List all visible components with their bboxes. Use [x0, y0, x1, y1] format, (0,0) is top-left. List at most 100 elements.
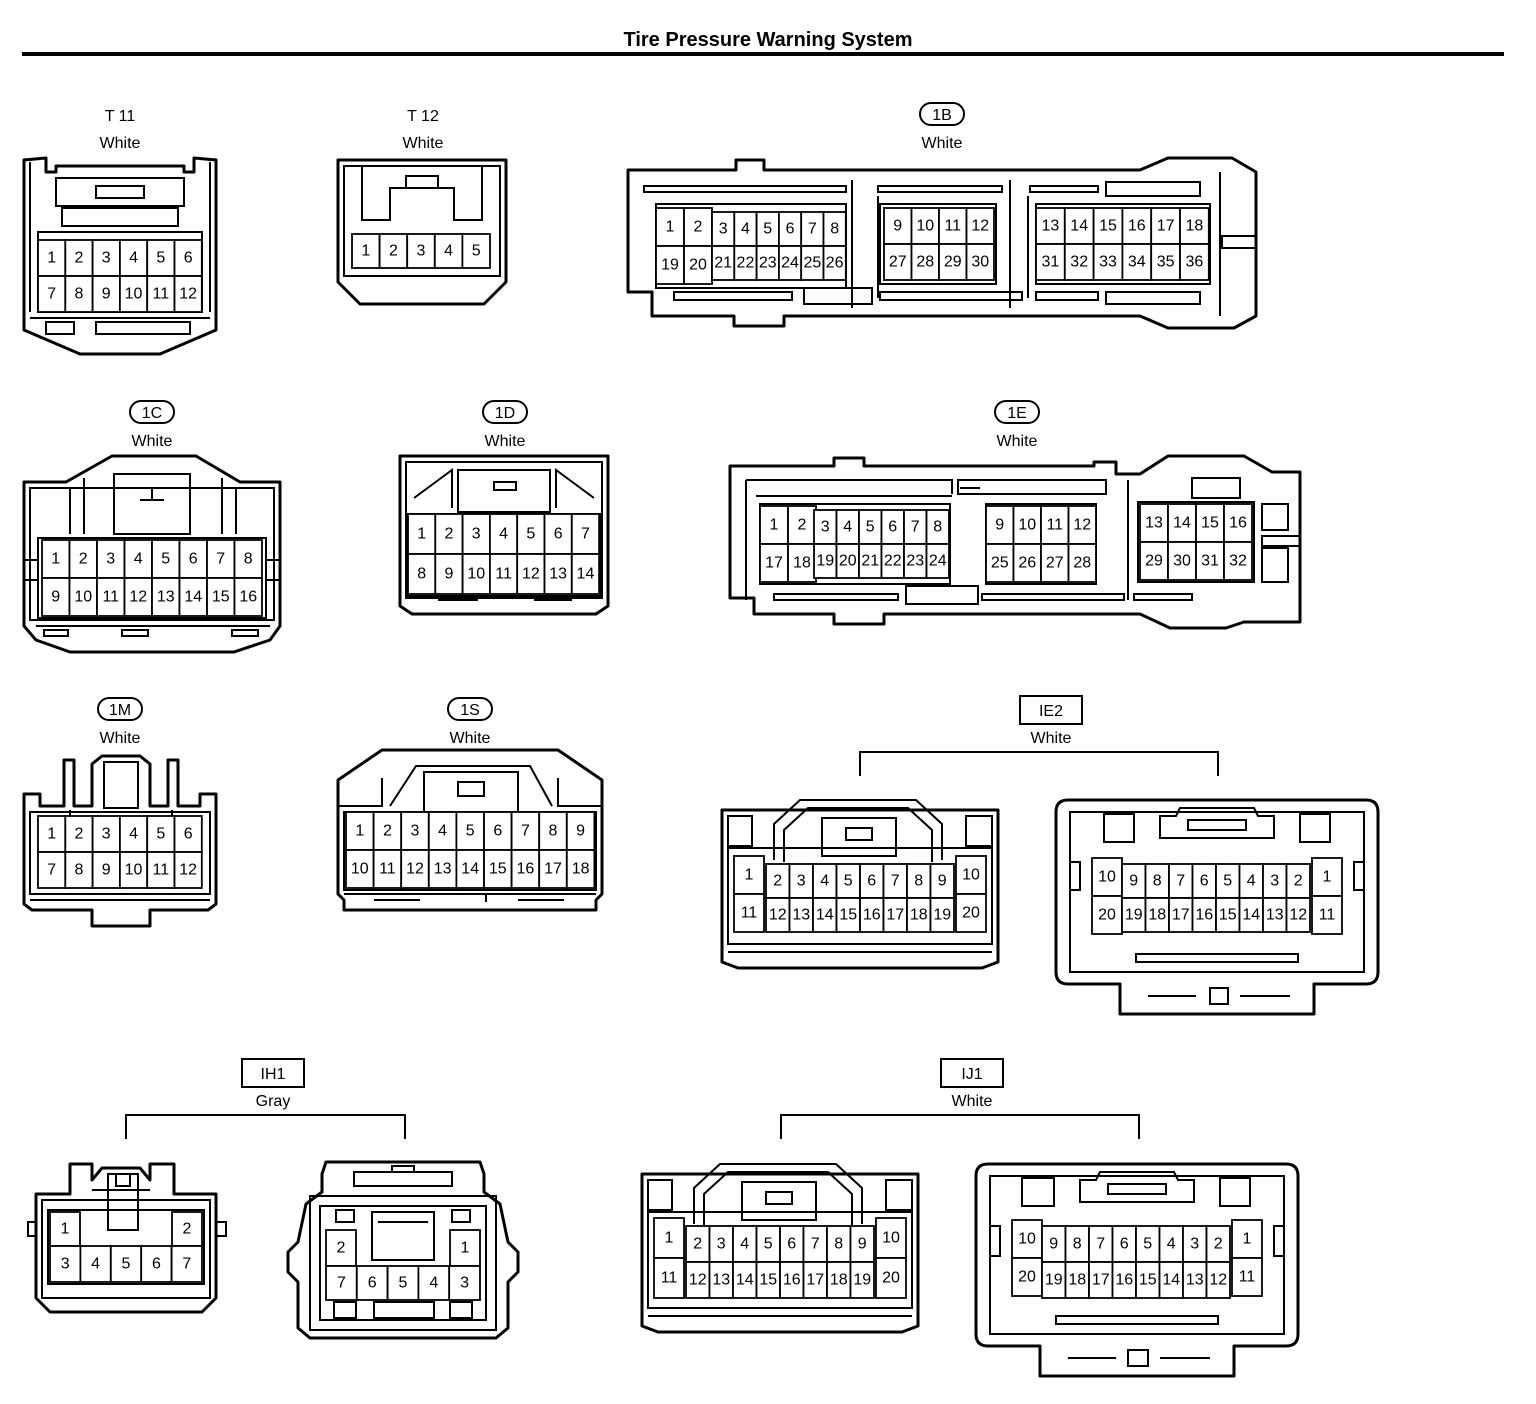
pin-number: 3	[61, 1256, 70, 1273]
pin-number: 4	[429, 1275, 438, 1292]
pin-cell	[123, 539, 153, 579]
pin-cell	[488, 513, 519, 555]
pin-cell	[461, 233, 491, 269]
pin-number: 17	[765, 555, 783, 572]
pin-cell	[1063, 243, 1095, 281]
pin-number: 25	[803, 255, 821, 272]
pin-number: 6	[787, 1236, 796, 1253]
pin-number: 12	[769, 907, 787, 924]
pin-number: 17	[806, 1272, 824, 1289]
pin-number: 24	[781, 255, 799, 272]
pin-number: 7	[47, 862, 56, 879]
pin-cell	[655, 207, 685, 247]
pin-number: 32	[1229, 553, 1247, 570]
pin-number: 10	[1018, 517, 1036, 534]
pin-number: 2	[693, 1236, 702, 1253]
connector-color-1s: White	[450, 730, 491, 747]
pin-number: 7	[811, 1236, 820, 1253]
pin-number: 22	[884, 553, 902, 570]
pin-number: 5	[866, 519, 875, 536]
pin-number: 15	[1139, 1272, 1157, 1289]
pin-cell	[37, 851, 67, 889]
connector-ij1-female	[640, 1163, 920, 1334]
pin-number: 17	[1092, 1272, 1110, 1289]
pin-number: 16	[1128, 218, 1146, 235]
pin-number: 2	[773, 873, 782, 890]
pin-cell	[1040, 543, 1070, 583]
pin-cell	[1121, 243, 1153, 281]
page-title: Tire Pressure Warning System	[623, 29, 912, 51]
pin-number: 28	[916, 254, 934, 271]
connector-color-1b: White	[922, 135, 963, 152]
connector-code-t11: T 11	[105, 108, 136, 125]
pin-number: 5	[764, 1236, 773, 1253]
pin-number: 23	[906, 553, 924, 570]
pin-number: 1	[665, 1230, 674, 1247]
connector-t12	[336, 158, 508, 306]
pin-number: 3	[717, 1236, 726, 1253]
pin-cell	[119, 851, 149, 889]
pin-number: 8	[1153, 873, 1162, 890]
pin-cell	[173, 851, 203, 889]
pin-grid-ih1-male-top2: 1	[449, 1229, 481, 1267]
pin-number: 6	[1200, 873, 1209, 890]
pin-number: 3	[102, 250, 111, 267]
pin-cell	[325, 1265, 358, 1301]
pin-cell	[37, 239, 67, 277]
connector-ij1-male	[974, 1162, 1300, 1378]
pin-cell	[965, 243, 995, 281]
pin-number: 6	[1120, 1236, 1129, 1253]
connector-color-t11: White	[100, 135, 141, 152]
pin-number: 2	[337, 1240, 346, 1257]
connector-code-badge-1e	[994, 400, 1040, 424]
pin-number: 3	[472, 526, 481, 543]
pin-number: 17	[1172, 907, 1190, 924]
pin-number: 4	[1167, 1236, 1176, 1253]
pin-number: 6	[184, 826, 193, 843]
pin-number: 15	[1201, 515, 1219, 532]
pin-number: 13	[1266, 907, 1284, 924]
pin-number: 11	[741, 905, 758, 922]
pin-number: 5	[161, 551, 170, 568]
pin-number: 14	[1242, 907, 1260, 924]
pin-number: 14	[461, 861, 479, 878]
pin-number: 14	[1070, 218, 1088, 235]
pin-number: 13	[157, 589, 175, 606]
pin-cell	[434, 553, 464, 595]
bracket-ij1	[780, 1114, 1140, 1139]
pin-cell	[37, 275, 67, 313]
pin-number: 12	[1073, 517, 1091, 534]
pin-number: 13	[1042, 218, 1060, 235]
pin-number: 10	[125, 286, 143, 303]
pin-number: 7	[808, 221, 817, 238]
pin-number: 6	[867, 873, 876, 890]
pin-number: 16	[239, 589, 257, 606]
pin-number: 3	[460, 1275, 469, 1292]
pin-cell	[1011, 1257, 1043, 1297]
pin-number: 3	[417, 243, 426, 260]
pin-cell	[1040, 505, 1070, 545]
connector-color-1d: White	[485, 433, 526, 450]
pin-number: 6	[152, 1256, 161, 1273]
pin-cell	[151, 577, 181, 617]
pin-number: 2	[383, 823, 392, 840]
pin-cell	[1223, 541, 1253, 581]
pin-number: 8	[74, 862, 83, 879]
pin-cell	[64, 815, 94, 853]
pin-number: 1	[1243, 1231, 1252, 1248]
pin-number: 28	[1073, 555, 1091, 572]
pin-cell	[146, 815, 176, 853]
pin-number: 4	[438, 823, 447, 840]
pin-number: 15	[1099, 218, 1117, 235]
pin-cell	[146, 275, 176, 313]
pin-number: 23	[759, 255, 777, 272]
connector-color-ij1: White	[952, 1093, 993, 1110]
